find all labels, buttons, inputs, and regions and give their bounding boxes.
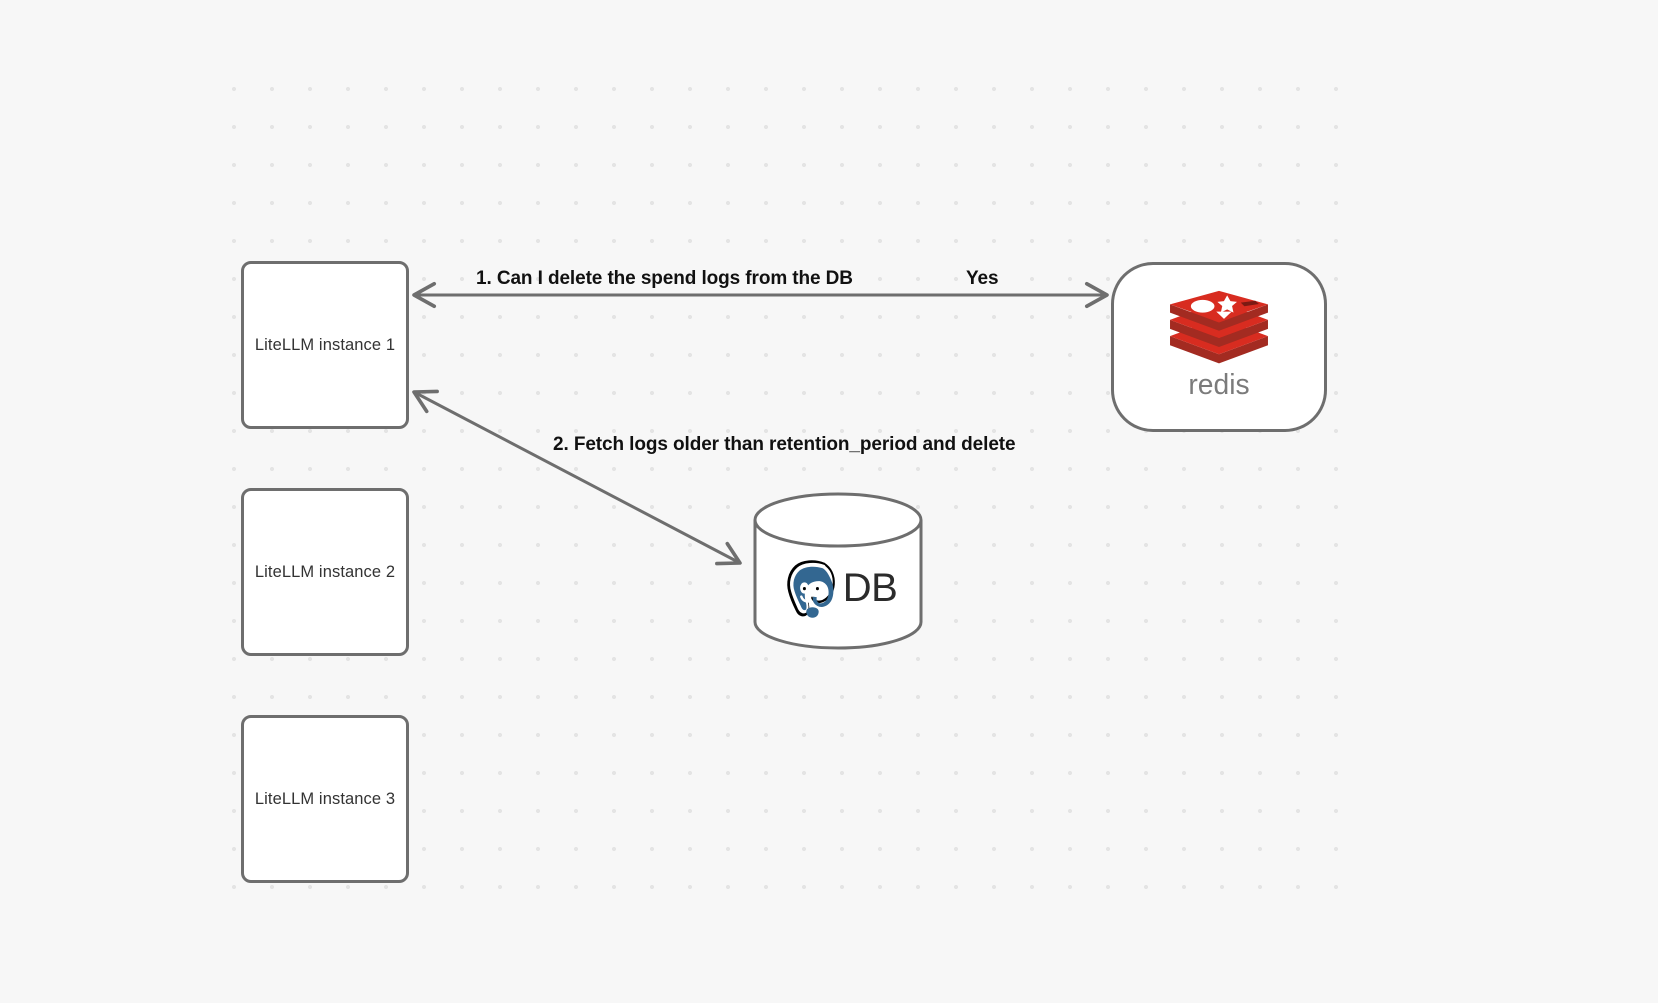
database-cylinder-shape (753, 492, 923, 650)
redis-wordmark: redis (1188, 368, 1249, 400)
edge-label-1-reply: Yes (966, 268, 999, 289)
node-litellm-instance-3[interactable]: LiteLLM instance 3 (241, 715, 409, 883)
node-litellm-instance-1[interactable]: LiteLLM instance 1 (241, 261, 409, 429)
node-label: LiteLLM instance 2 (254, 562, 396, 581)
edge-label-1: 1. Can I delete the spend logs from the … (476, 268, 853, 289)
node-label: LiteLLM instance 3 (254, 789, 396, 808)
postgresql-elephant-icon (786, 560, 835, 618)
database-label-group: DB (752, 492, 924, 650)
node-litellm-instance-2[interactable]: LiteLLM instance 2 (241, 488, 409, 656)
redis-wordmark-text: redis (1188, 368, 1249, 400)
node-redis[interactable]: redis (1111, 262, 1327, 432)
node-label: LiteLLM instance 1 (254, 335, 396, 354)
redis-logo-icon (1170, 290, 1268, 364)
database-label: DB (842, 566, 898, 610)
edge-label-2: 2. Fetch logs older than retention_perio… (553, 434, 1016, 455)
node-database[interactable]: DB (752, 492, 924, 650)
